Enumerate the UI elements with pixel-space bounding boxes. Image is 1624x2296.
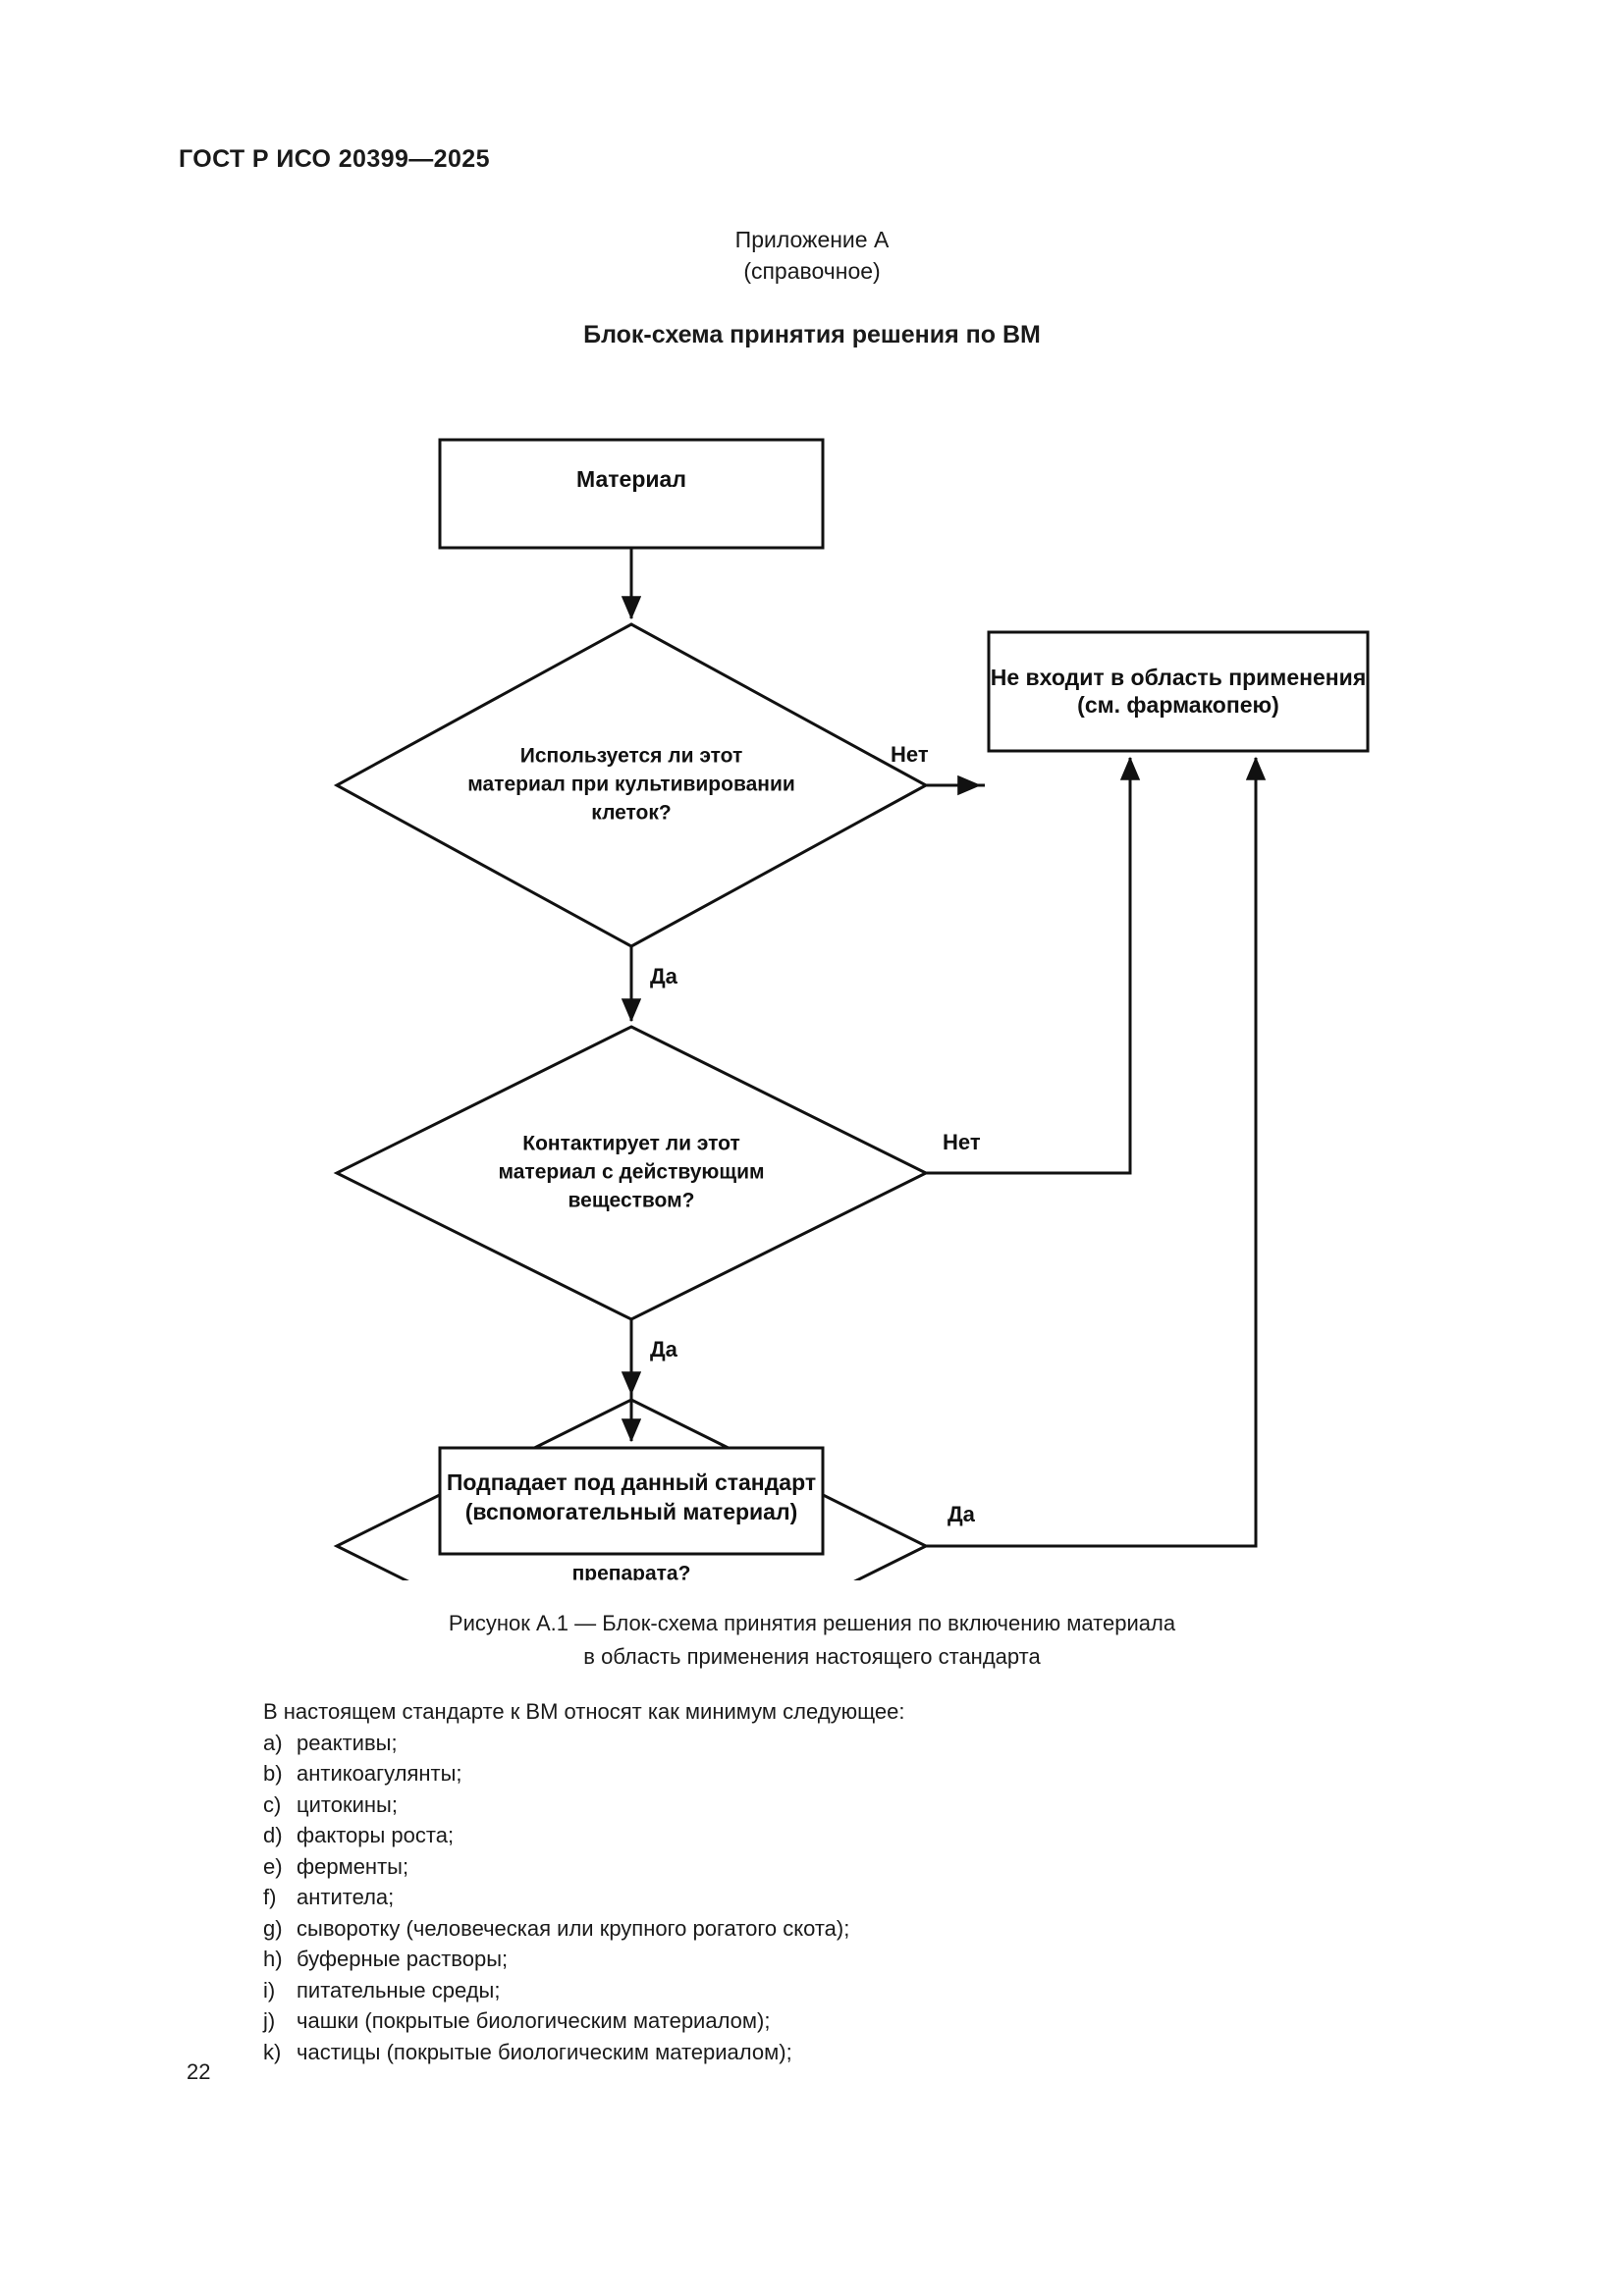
connector-decision3-yes-to-box xyxy=(926,756,1267,1548)
list-item-text: питательные среды; xyxy=(297,1977,501,2002)
list-item-marker: d) xyxy=(263,1823,283,1847)
connector-decision2-no-to-box xyxy=(926,756,1141,1175)
flowchart-result-area: Подпадает под данный стандарт (вспомогат… xyxy=(295,1394,1404,1580)
flow-node-out-of-scope: Не входит в область применения (см. фарм… xyxy=(987,630,1370,753)
list-item: c) цитокины; xyxy=(263,1789,1343,1821)
list-item-text: факторы роста; xyxy=(297,1823,455,1847)
in-scope-line1: Подпадает под данный стандарт xyxy=(447,1469,816,1495)
list-item-text: буферные растворы; xyxy=(297,1947,509,1971)
decision1-line2: материал при культивировании xyxy=(467,774,795,796)
annex-title: Приложение А xyxy=(734,227,890,252)
list-item-marker: j) xyxy=(263,2008,276,2033)
list-item-text: сыворотку (человеческая или крупного рог… xyxy=(297,1915,850,1941)
list-item: e) ферменты; xyxy=(263,1851,1343,1883)
list-item-text: цитокины; xyxy=(297,1791,398,1817)
page-number: 22 xyxy=(187,2059,211,2084)
decision1-line1: Используется ли этот xyxy=(520,745,743,768)
decision2-no-label: Нет xyxy=(943,1130,981,1154)
decision1-line3: клеток? xyxy=(591,802,671,825)
list-item-marker: c) xyxy=(263,1791,282,1817)
decision3-yes-label: Да xyxy=(947,1502,976,1526)
list-item-marker: b) xyxy=(263,1761,283,1786)
figure-caption-line2: в область применения настоящего стандарт… xyxy=(583,1644,1041,1669)
list-item-marker: a) xyxy=(263,1730,283,1755)
figure-caption-line1: Рисунок А.1 — Блок-схема принятия решени… xyxy=(448,1611,1176,1635)
out-of-scope-box-shape xyxy=(987,630,1370,753)
in-scope-box-shape xyxy=(438,1446,825,1556)
list-item: f) антитела; xyxy=(263,1882,1343,1913)
flow-node-decision-2: Контактирует ли этот материал с действую… xyxy=(333,1025,930,1321)
decision1-yes-label: Да xyxy=(650,964,678,988)
figure-caption: Рисунок А.1 — Блок-схема принятия решени… xyxy=(0,1607,1624,1674)
decision2-line2: материал с действующим xyxy=(498,1161,764,1184)
list-item: g) сыворотку (человеческая или крупного … xyxy=(263,1913,1343,1945)
list-item-marker: k) xyxy=(263,2039,282,2064)
flow-node-decision-1: Используется ли этот материал при культи… xyxy=(333,622,930,948)
list-item-marker: f) xyxy=(263,1885,277,1909)
out-of-scope-line1: Не входит в область применения xyxy=(991,665,1367,690)
in-scope-line2: (вспомогательный материал) xyxy=(465,1499,797,1524)
list-item-text: антикоагулянты; xyxy=(297,1761,462,1786)
list-item-marker: g) xyxy=(263,1915,283,1941)
out-of-scope-line2: (см. фармакопею) xyxy=(1077,692,1279,718)
list-item-marker: h) xyxy=(263,1947,283,1971)
list-item-text: антитела; xyxy=(297,1885,395,1909)
decision1-no-label: Нет xyxy=(891,742,929,767)
document-standard-header: ГОСТ Р ИСО 20399—2025 xyxy=(179,145,490,173)
list-item-text: реактивы; xyxy=(297,1730,398,1755)
list-item-text: ферменты; xyxy=(297,1853,409,1879)
decision3-line3: препарата? xyxy=(572,1563,691,1580)
list-item: b) антикоагулянты; xyxy=(263,1758,1343,1789)
list-item: h) буферные растворы; xyxy=(263,1944,1343,1975)
body-text-block: В настоящем стандарте к ВМ относят как м… xyxy=(263,1696,1343,2067)
list-item-marker: e) xyxy=(263,1853,283,1879)
decision2-line3: веществом? xyxy=(568,1190,695,1212)
annex-subtitle: (справочное) xyxy=(743,258,881,284)
list-item: a) реактивы; xyxy=(263,1728,1343,1759)
decision2-line1: Контактирует ли этот xyxy=(522,1133,739,1155)
list-item-marker: i) xyxy=(263,1977,276,2002)
annex-heading: Блок-схема принятия решения по ВМ xyxy=(583,321,1041,348)
list-item: i) питательные среды; xyxy=(263,1975,1343,2006)
result-box-canvas: Подпадает под данный стандарт (вспомогат… xyxy=(438,1394,825,1556)
material-box-label: Материал xyxy=(576,466,686,492)
flow-node-in-scope: Подпадает под данный стандарт (вспомогат… xyxy=(438,1446,825,1556)
list-item: k) частицы (покрытые биологическим матер… xyxy=(263,2037,1343,2068)
list-item: j) чашки (покрытые биологическим материа… xyxy=(263,2005,1343,2037)
annex-title-block: Приложение А (справочное) xyxy=(0,224,1624,287)
material-box-shape xyxy=(438,438,825,550)
list-item-text: частицы (покрытые биологическим материал… xyxy=(297,2039,792,2064)
body-intro-sentence: В настоящем стандарте к ВМ относят как м… xyxy=(263,1699,905,1724)
list-item-text: чашки (покрытые биологическим материалом… xyxy=(297,2008,771,2033)
flow-node-material: Материал xyxy=(438,438,825,550)
list-item: d) факторы роста; xyxy=(263,1820,1343,1851)
decision2-yes-label: Да xyxy=(650,1337,678,1362)
